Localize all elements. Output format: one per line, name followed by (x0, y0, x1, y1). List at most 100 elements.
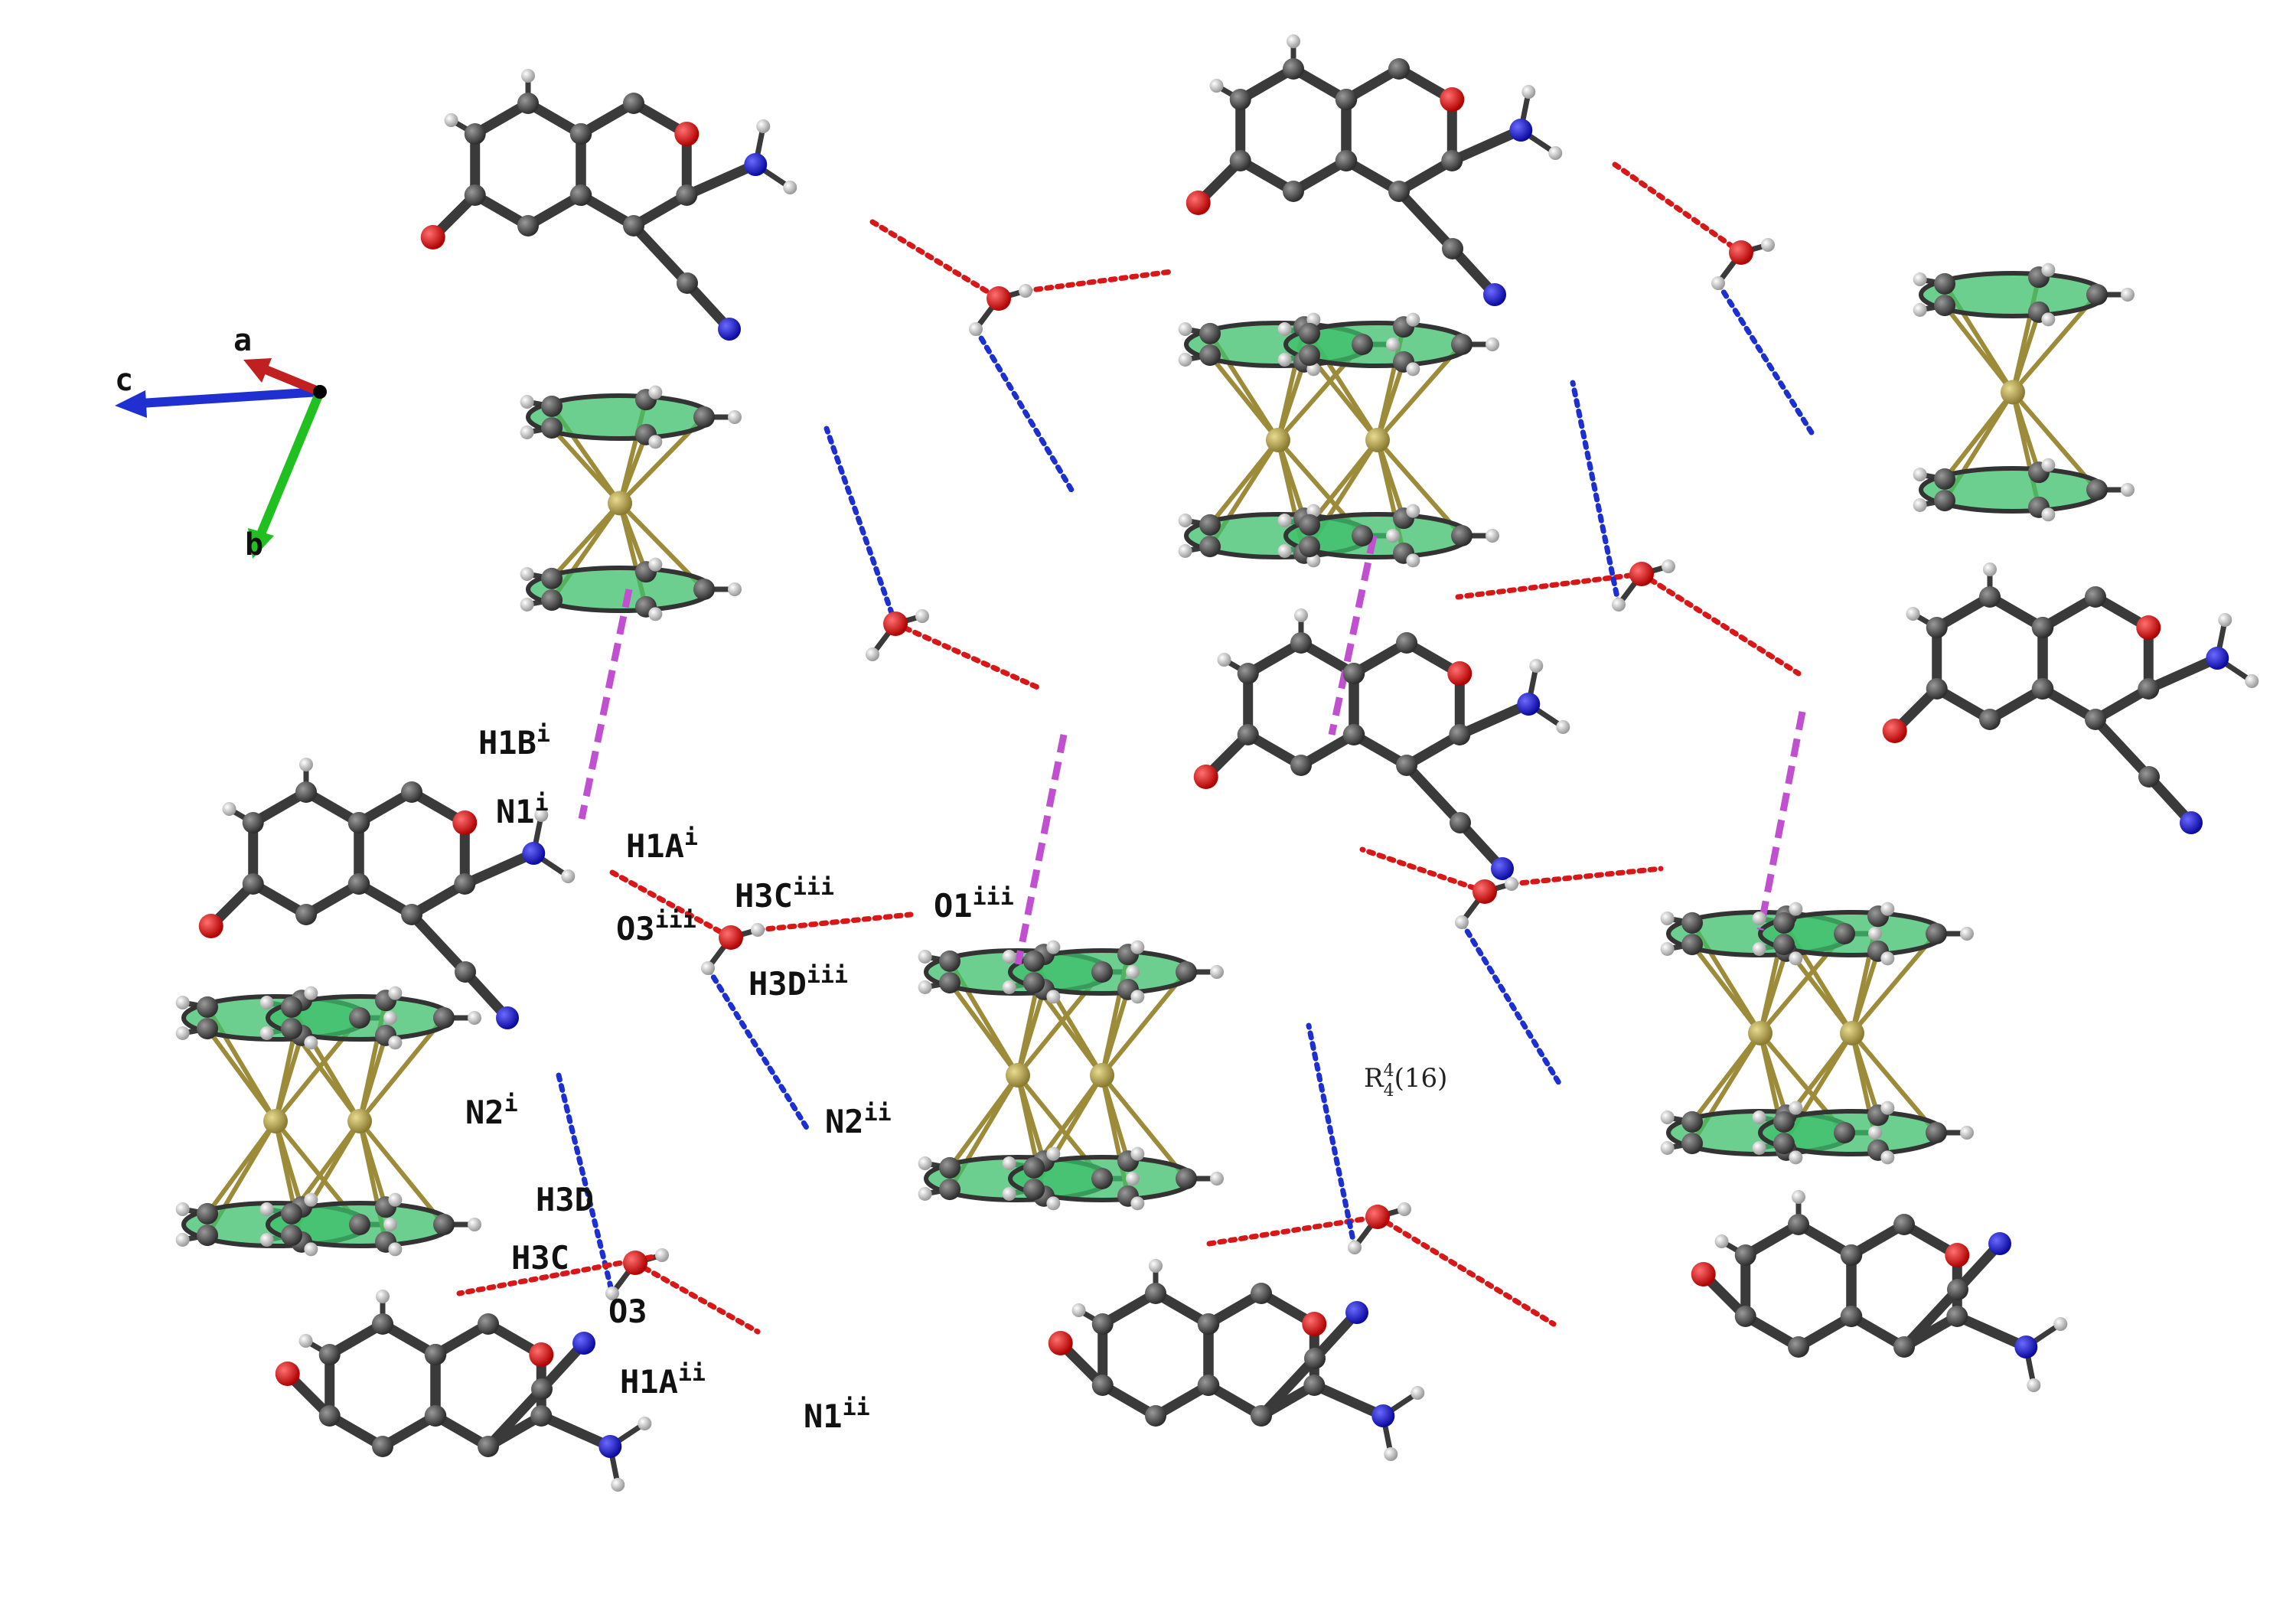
carbon-atom (1303, 1375, 1326, 1396)
fe-c-bond (550, 501, 622, 580)
carbon-atom (347, 812, 370, 833)
hydrogen-atom (1130, 990, 1145, 1004)
iron-atom (263, 1109, 288, 1133)
hydrogen-atom (1913, 272, 1927, 287)
hydrogen-atom (520, 567, 534, 582)
carbon-atom (1145, 1283, 1166, 1304)
hydrogen-bond (1715, 280, 1817, 439)
carbon-atom (1893, 1336, 1915, 1358)
hydrogen-atom (259, 1202, 274, 1217)
fe-c-bond (1208, 439, 1280, 527)
ch-pi-contact (578, 589, 633, 820)
hydrogen-atom (2121, 483, 2135, 497)
hydrogen-atom (2041, 312, 2056, 327)
oxygen-atom (1691, 1262, 1716, 1287)
label-n1-i: N1i (496, 790, 549, 830)
carbon-atom (1023, 1179, 1045, 1201)
carbon-atom (1788, 1214, 1809, 1235)
axis-a-label: a (233, 323, 252, 358)
bond (1309, 1380, 1388, 1421)
carbon-atom (1229, 150, 1251, 171)
fe-c-bond (1016, 1075, 1046, 1163)
carbon-atom (1734, 1244, 1756, 1266)
carbon-atom (939, 1179, 961, 1201)
hydrogen-atom (1660, 1140, 1675, 1155)
hydrogen-atom (1789, 1101, 1803, 1115)
hydrogen-atom (1126, 965, 1140, 979)
hydrogen-atom (915, 609, 929, 623)
hydrogen-atom (468, 1011, 481, 1025)
hydrogen-atom (648, 557, 663, 572)
hydrogen-atom (1913, 497, 1927, 512)
carbon-atom (541, 417, 563, 439)
hydrogen-atom (1178, 543, 1192, 558)
hydrogen-atom (638, 1417, 652, 1430)
fe-c-bond (2011, 391, 2041, 474)
oxygen-atom (452, 810, 478, 835)
hydrogen-atom (259, 1232, 274, 1247)
hydrogen-atom (520, 425, 534, 439)
hydrogen-atom (388, 986, 403, 1000)
iron-atom (2001, 380, 2025, 405)
hydrogen-atom (1660, 1110, 1675, 1125)
nitrogen-atom (718, 318, 741, 341)
hydrogen-atom (1406, 312, 1420, 327)
hydrogen-bond (1612, 161, 1744, 256)
hydrogen-atom (1960, 1126, 1974, 1140)
hydrogen-bond (1508, 866, 1664, 887)
bond (1256, 1353, 1320, 1421)
iron-atom (1266, 428, 1290, 452)
carbon-atom (454, 873, 476, 895)
carbon-atom (1304, 1348, 1326, 1369)
label-n1-ii: N1ii (804, 1394, 870, 1435)
carbon-atom (1229, 89, 1251, 110)
nitrogen-atom (2206, 647, 2229, 670)
hydrogen-atom (1752, 1140, 1766, 1155)
iron-atom (1006, 1063, 1030, 1088)
hydrogen-atom (2027, 1378, 2041, 1392)
hydrogen-atom (918, 1156, 932, 1171)
hydrogen-atom (1002, 1156, 1016, 1171)
oxygen-atom (529, 1342, 554, 1367)
nitrogen-atom (2180, 811, 2203, 834)
hydrogen-atom (1521, 85, 1536, 99)
ch-pi-contact (1014, 734, 1068, 965)
hydrogen-atom (783, 181, 797, 194)
fe-c-bond (1307, 439, 1380, 527)
hydrogen-atom (1983, 563, 1997, 576)
carbon-atom (541, 589, 563, 611)
hydrogen-atom (1002, 950, 1016, 964)
hydrogen-atom (561, 869, 576, 883)
iron-atom (1090, 1063, 1114, 1088)
hydrogen-atom (1880, 1150, 1895, 1165)
hydrogen-atom (534, 808, 549, 822)
carbon-atom (1237, 663, 1259, 684)
carbon-atom (1773, 912, 1795, 934)
fe-c-bond (357, 1120, 388, 1208)
carbon-atom (1023, 950, 1045, 972)
nitrogen-atom (572, 1332, 595, 1355)
nitrogen-atom (598, 1435, 622, 1458)
hydrogen-atom (648, 607, 663, 621)
label-h3c-iii: H3Ciii (735, 874, 834, 915)
carbon-atom (569, 123, 592, 145)
bond (1394, 186, 1458, 254)
carbon-atom (1979, 586, 2001, 608)
fe-c-bond (1100, 970, 1189, 1077)
carbon-atom (1283, 181, 1304, 202)
carbon-atom (1237, 724, 1259, 745)
bond (483, 1384, 547, 1452)
carbon-atom (455, 961, 476, 983)
hydrogen-bond-contacts (456, 161, 1817, 1335)
carbon-atom (401, 781, 422, 803)
hydrogen-atom (1294, 608, 1308, 622)
oxygen-atom (719, 925, 743, 950)
carbon-atom (1788, 1336, 1809, 1358)
axis-a-arrow (254, 361, 322, 396)
carbon-atom (401, 904, 422, 925)
hydrogen-atom (1789, 951, 1803, 966)
hydrogen-atom (1868, 1126, 1882, 1140)
nitrogen-atom (1371, 1404, 1395, 1427)
carbon-atom (1197, 1375, 1219, 1396)
carbon-atom (1199, 344, 1221, 367)
